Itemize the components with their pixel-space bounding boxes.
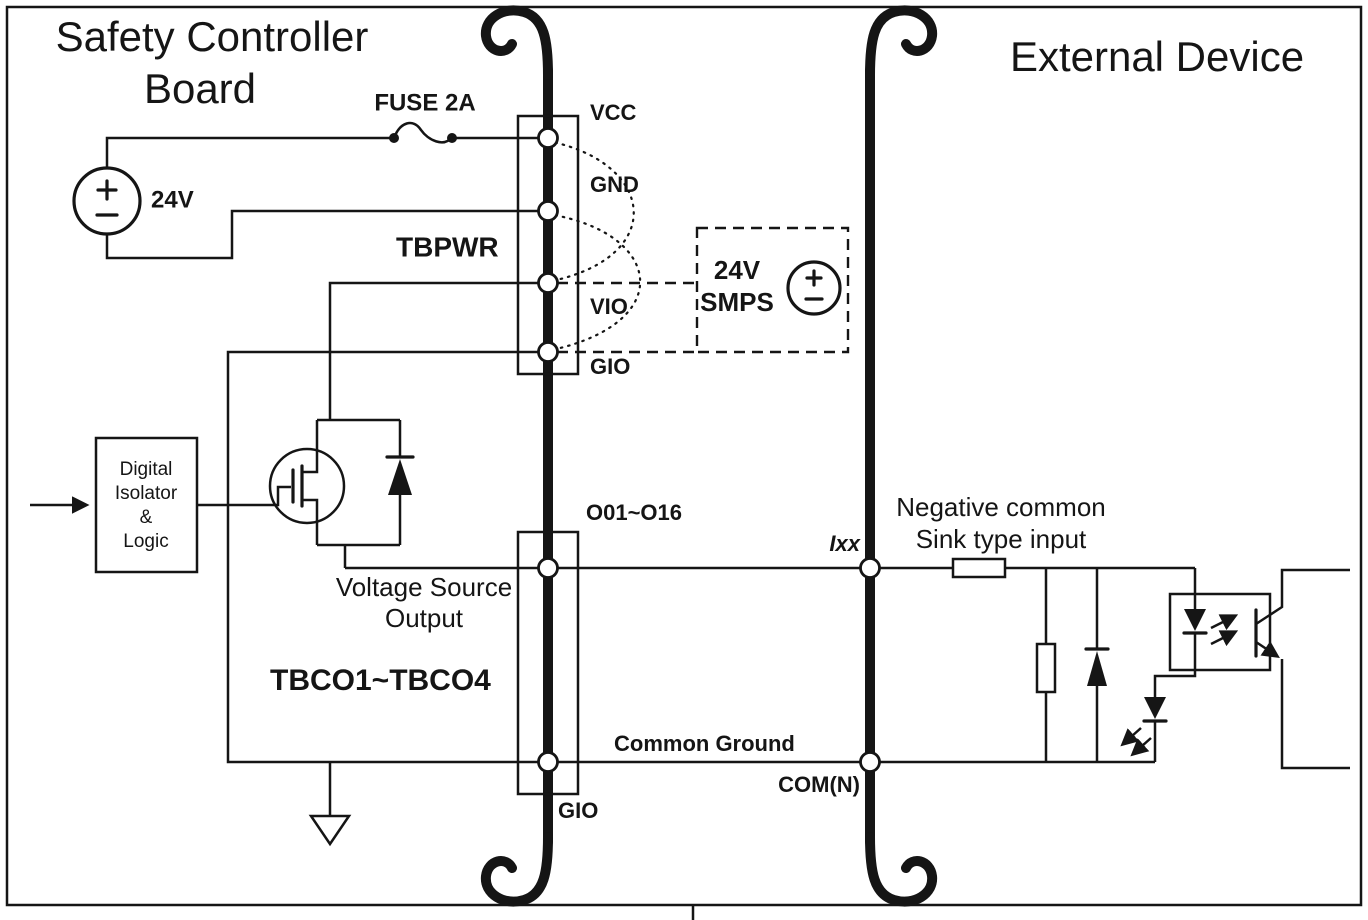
pin-label-gnd: GND [590, 172, 639, 197]
cable-break-bottom-left [480, 832, 553, 907]
isolator-label-line1: Digital [120, 459, 173, 480]
voltage-source-label-line2: Output [385, 603, 464, 633]
pin-label-vcc: VCC [590, 100, 637, 125]
pin-gio [537, 341, 559, 363]
led-emission-arrow-2 [1130, 737, 1152, 757]
phototransistor-collector [1255, 568, 1350, 626]
isolator-label-line2: Isolator [115, 483, 178, 504]
fuse-element [392, 121, 454, 144]
external-device-title: External Device [1010, 33, 1304, 80]
input-signal-label: Ixx [829, 531, 860, 556]
body-diode [385, 420, 415, 545]
wire-24v-negative [105, 209, 540, 260]
board-title-line2: Board [144, 65, 256, 112]
mosfet-body [268, 447, 346, 525]
emission-arrow-2 [1210, 630, 1239, 647]
cable-break-top-right [865, 5, 938, 80]
titles: Safety Controller Board External Device [56, 13, 1304, 112]
fuse-symbol [389, 121, 540, 144]
output-channel-range-label: O01~O16 [586, 500, 682, 525]
clamp-diode-triangle [1087, 651, 1107, 686]
board-title-line1: Safety Controller [56, 13, 369, 60]
terminal-pins [537, 127, 881, 773]
opto-led-triangle [1184, 609, 1206, 631]
phototransistor-emitter [1280, 659, 1350, 770]
cable-break-top-left [480, 5, 553, 80]
mosfet-leads [302, 420, 319, 545]
isolator-label-line3: & [140, 507, 153, 528]
supply-24v: 24V FUSE 2A [72, 89, 540, 260]
earth-ground-symbol [308, 762, 352, 847]
voltage-source-24v [72, 166, 142, 236]
plus-icon [96, 179, 118, 201]
pin-com-n [859, 751, 881, 773]
internal-link-vcc-vio [546, 139, 635, 283]
digital-isolator: Digital Isolator & Logic [30, 436, 199, 574]
pin-gnd [537, 200, 559, 222]
tbco-block-label: TBCO1~TBCO4 [270, 664, 491, 697]
pulldown-resistor [1035, 642, 1057, 694]
smps-source [786, 260, 842, 316]
pin-vcc [537, 127, 559, 149]
tbco-output: O01~O16 Voltage Source Output TBCO1~TBCO… [226, 350, 1195, 847]
input-type-label-line2: Sink type input [916, 524, 1087, 554]
wire-common-ground [226, 350, 1155, 764]
pin-label-gio: GIO [590, 354, 630, 379]
clamp-diode [1084, 568, 1110, 762]
phototransistor-emitter-arrow [1255, 640, 1280, 658]
pin-output-channel [537, 557, 559, 579]
optocoupler [1153, 568, 1350, 770]
diode-anode-triangle [388, 459, 412, 495]
isolator-label-line4: Logic [123, 531, 168, 552]
series-resistor [951, 557, 1007, 579]
indicator-led-triangle [1144, 697, 1166, 719]
wire-gate [197, 485, 291, 507]
frame [5, 5, 1363, 920]
voltage-source-label-line1: Voltage Source [336, 572, 512, 602]
pin-label-vio: VIO [590, 294, 628, 319]
emission-arrow-1 [1210, 614, 1239, 631]
diagram-border [5, 5, 1363, 907]
tbco-terminal-block [516, 530, 580, 796]
smps-enclosure [695, 226, 850, 354]
smps-24v: 24V SMPS [557, 226, 850, 354]
supply-voltage-label: 24V [151, 186, 194, 213]
input-type-label-line1: Negative common [896, 492, 1106, 522]
driver-rails [317, 418, 400, 568]
wire-led-cathode [1153, 633, 1197, 697]
pin-output-gio [537, 751, 559, 773]
external-input-circuit: Ixx COM(N) Negative common Sink type inp… [778, 492, 1350, 797]
output-driver [197, 281, 540, 568]
pin-vio [537, 272, 559, 294]
indicator-led [1120, 697, 1168, 762]
led-emission-arrow-1 [1120, 727, 1142, 747]
board-boundary-cable [480, 5, 553, 907]
internal-link-gnd-gio [546, 212, 642, 352]
tbpwr-block-outline [516, 114, 580, 376]
device-boundary-cable [865, 5, 938, 907]
pin-ixx [859, 557, 881, 579]
gio-bottom-label: GIO [558, 798, 598, 823]
plus-icon [805, 269, 823, 287]
smps-label-line2: SMPS [700, 287, 774, 317]
common-pin-label: COM(N) [778, 772, 860, 797]
wire-vio-feed [328, 281, 540, 420]
ground-triangle [308, 814, 352, 847]
tbpwr-terminal-block: TBPWR VCC GND VIO GIO [396, 100, 642, 379]
fuse-label: FUSE 2A [374, 89, 475, 116]
wire-24v-positive [105, 136, 390, 168]
common-ground-label: Common Ground [614, 731, 795, 756]
optocoupler-package [1168, 592, 1272, 672]
tbpwr-label: TBPWR [396, 231, 499, 262]
cable-break-bottom-right [865, 832, 938, 907]
smps-label-line1: 24V [714, 255, 761, 285]
